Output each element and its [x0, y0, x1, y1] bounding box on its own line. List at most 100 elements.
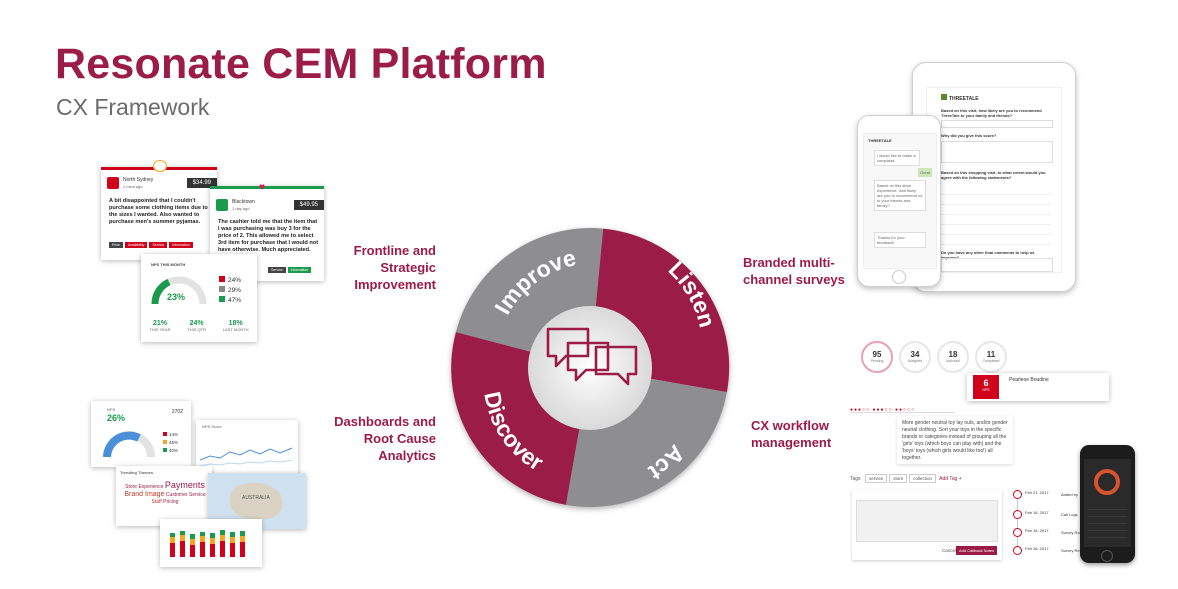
rating-grid[interactable]: [941, 185, 1051, 245]
timeline-action: Survey Re: [1061, 548, 1080, 553]
tag[interactable]: Service: [268, 267, 286, 273]
home-button[interactable]: [892, 270, 906, 284]
nps-card: NPS THIS MONTH 23% 24% 29% 47% 21%THIS Y…: [141, 254, 257, 342]
timeline-action: Added by: [1061, 492, 1078, 497]
notes-textarea[interactable]: [856, 500, 998, 542]
tablet-screen: THREETALE Based on this visit, how likel…: [926, 87, 1062, 273]
chat-message: Great: [917, 168, 932, 177]
chat-message: Thanks for your feedback!: [874, 232, 926, 248]
caption-listen: Branded multi-channel surveys: [743, 255, 845, 287]
page-subtitle: CX Framework: [56, 94, 210, 120]
map-region: [230, 483, 282, 519]
tag[interactable]: Service: [149, 242, 168, 248]
tag[interactable]: service: [864, 474, 888, 483]
dashboard-nps-label: NPS: [107, 407, 116, 412]
nps-stats: 21%THIS YEAR 24%THIS QTR 18%LAST MONTH: [149, 320, 249, 332]
survey-question: Based on this visit, how likely are you …: [941, 108, 1042, 118]
nps-score-badge: 6 NPS: [973, 375, 999, 399]
timeline: Feb 21, 2017 Added by Feb 16, 2017 Call …: [1013, 488, 1085, 558]
bar-group: [170, 530, 245, 557]
survey-question: Do you have any other final comments to …: [941, 250, 1035, 260]
sad-face-icon: [107, 177, 119, 189]
dashboard-nps-card: NPS 26% 2702 14% 46% 40%: [91, 401, 191, 467]
cycle-center: [528, 306, 652, 430]
home-button[interactable]: [1101, 550, 1113, 562]
brand-logo: THREETALE: [868, 138, 892, 143]
tag[interactable]: Information: [287, 267, 312, 273]
feedback-card-1: North Sydney 2 mins ago $34.99 A bit dis…: [101, 167, 217, 260]
nps-gauge: [151, 276, 207, 305]
nps-breakdown: 24% 29% 47%: [219, 276, 241, 306]
stacked-bar-chart: [170, 530, 245, 557]
nps-line-chart: [200, 447, 293, 467]
comment-text: More gender neutral toy lay outs, and/or…: [902, 420, 1008, 461]
bar-chart-card: [160, 519, 262, 567]
nps-title: NPS THIS MONTH: [151, 262, 186, 267]
tag[interactable]: collection: [909, 474, 936, 483]
comment-card: More gender neutral toy lay outs, and/or…: [897, 416, 1013, 464]
word-cloud: Store Experience Payments Brand Image Cu…: [124, 480, 206, 506]
mobile-app-device: [1080, 445, 1135, 563]
chart-title: NPS Score: [202, 424, 222, 429]
dashboard-breakdown: 14% 46% 40%: [163, 431, 178, 455]
themes-card: Trending Themes Store Experience Payment…: [116, 466, 212, 526]
chat-bubbles-icon: [546, 327, 638, 386]
feedback-text: A bit disappointed that I couldn't purch…: [109, 198, 208, 225]
comment-box[interactable]: [941, 141, 1053, 163]
score-scale[interactable]: [941, 120, 1053, 128]
heart-icon: ♥: [259, 182, 265, 193]
tag[interactable]: Information: [169, 242, 193, 248]
store-name: North Sydney: [123, 177, 154, 183]
survey-question: Based on this shopping visit, to what ex…: [941, 170, 1046, 180]
segment-listen: [595, 228, 730, 393]
tag[interactable]: Price: [109, 242, 123, 248]
brand-logo: THREETALE: [941, 94, 979, 102]
chat-message: I would like to make a complaint.: [874, 150, 920, 166]
cycle-diagram: Improve Listen Act Discover: [451, 228, 730, 508]
nps-line-chart-card: NPS Score: [196, 420, 298, 480]
segment-discover: [451, 332, 580, 505]
add-note-button[interactable]: Add Callback Notes: [956, 546, 998, 555]
customer-card: 6 NPS Pearlene Boudine: [967, 373, 1109, 401]
price-badge: $49.95: [293, 200, 324, 210]
survey-question: Why did you give this score?: [941, 133, 997, 138]
segment-act: [565, 378, 727, 508]
tag[interactable]: Availability: [124, 242, 148, 248]
feedback-text: The cashier told me that the item that I…: [218, 219, 319, 253]
tag[interactable]: store: [889, 474, 908, 483]
phone-screen: THREETALE I would like to make a complai…: [863, 133, 937, 269]
segment-improve: [455, 228, 604, 352]
page-title: Resonate CEM Platform: [55, 40, 547, 88]
feedback-time: 2 mins ago: [123, 184, 143, 189]
cancel-button[interactable]: Cancel: [942, 548, 957, 553]
timeline-action: Survey Ra: [1061, 530, 1080, 535]
themes-title: Trending Themes: [120, 470, 154, 475]
notes-panel: Cancel Add Callback Notes: [852, 490, 1002, 560]
rating-dots: ●●●○○ ●●●○○ ●●○○○: [850, 398, 955, 413]
timeline-action: Call Logs: [1061, 512, 1078, 517]
mobile-list: [1088, 503, 1127, 539]
feedback-time: 1 day ago: [232, 206, 250, 211]
dashboard-count: 2702: [171, 409, 183, 415]
mobile-gauge: [1094, 469, 1120, 495]
mobile-app-screen: [1084, 459, 1131, 547]
comment-box[interactable]: [941, 258, 1053, 272]
happy-face-icon: [216, 199, 228, 211]
warning-icon: [153, 160, 167, 172]
store-name: Blacktown: [232, 199, 255, 205]
phone-device: THREETALE I would like to make a complai…: [857, 115, 941, 287]
add-tag-link[interactable]: Add Tag +: [939, 476, 962, 482]
dashboard-nps-value: 26%: [107, 413, 126, 423]
customer-name: Pearlene Boudine: [1009, 377, 1049, 383]
map-label: AUSTRALIA: [242, 495, 270, 501]
timeline-date: Feb 16, 2017: [1025, 546, 1049, 551]
